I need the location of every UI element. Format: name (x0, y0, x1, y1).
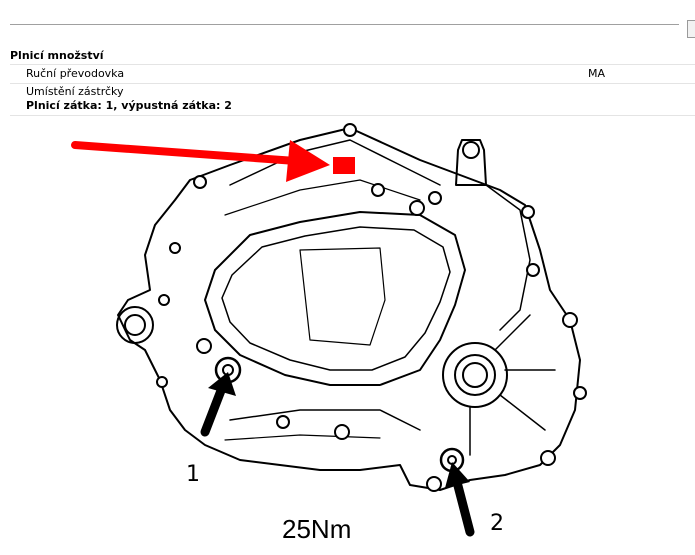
breather-cap (462, 141, 480, 159)
cover-plate (204, 211, 466, 386)
arrow-to-plug-2 (445, 462, 475, 537)
cover-plate-inner (221, 226, 451, 371)
arrow-to-plug-1 (200, 372, 236, 437)
row-divider-2 (10, 115, 695, 116)
plug-info-text: Plnicí zátka: 1, výpustná zátka: 2 (26, 99, 232, 112)
torque-label: 25Nm (282, 514, 351, 544)
bottom-ribs (229, 409, 421, 431)
bell-rib-3 (494, 314, 531, 351)
callout-2-label: 2 (490, 511, 504, 536)
cover-rib (299, 247, 386, 346)
differential-outer (442, 342, 508, 408)
manual-gearbox-value: MA (588, 67, 606, 80)
differential-inner (462, 362, 488, 388)
left-shaft-inner (124, 314, 146, 336)
section-title: Plnicí množství (10, 49, 104, 62)
header-divider (10, 24, 679, 25)
scroll-button[interactable] (687, 20, 695, 38)
highlighted-plug-marker (333, 157, 355, 174)
red-arrow-head (286, 140, 330, 182)
breather-tube (455, 139, 487, 186)
section-divider (10, 64, 695, 65)
row-divider (10, 83, 695, 84)
differential-middle (454, 354, 496, 396)
bottom-ribs-2 (224, 434, 381, 441)
bell-rib-1 (499, 394, 546, 431)
housing-bolts (156, 123, 587, 492)
red-arrow-shaft (71, 141, 314, 166)
plug-location-label: Umístění zástrčky (26, 85, 124, 98)
top-ridge-2 (224, 179, 421, 216)
right-housing (485, 184, 531, 331)
callout-1-label: 1 (186, 462, 200, 487)
manual-gearbox-label: Ruční převodovka (26, 67, 125, 80)
gearbox-housing-outline (117, 127, 581, 491)
left-shaft-outer (116, 306, 154, 344)
